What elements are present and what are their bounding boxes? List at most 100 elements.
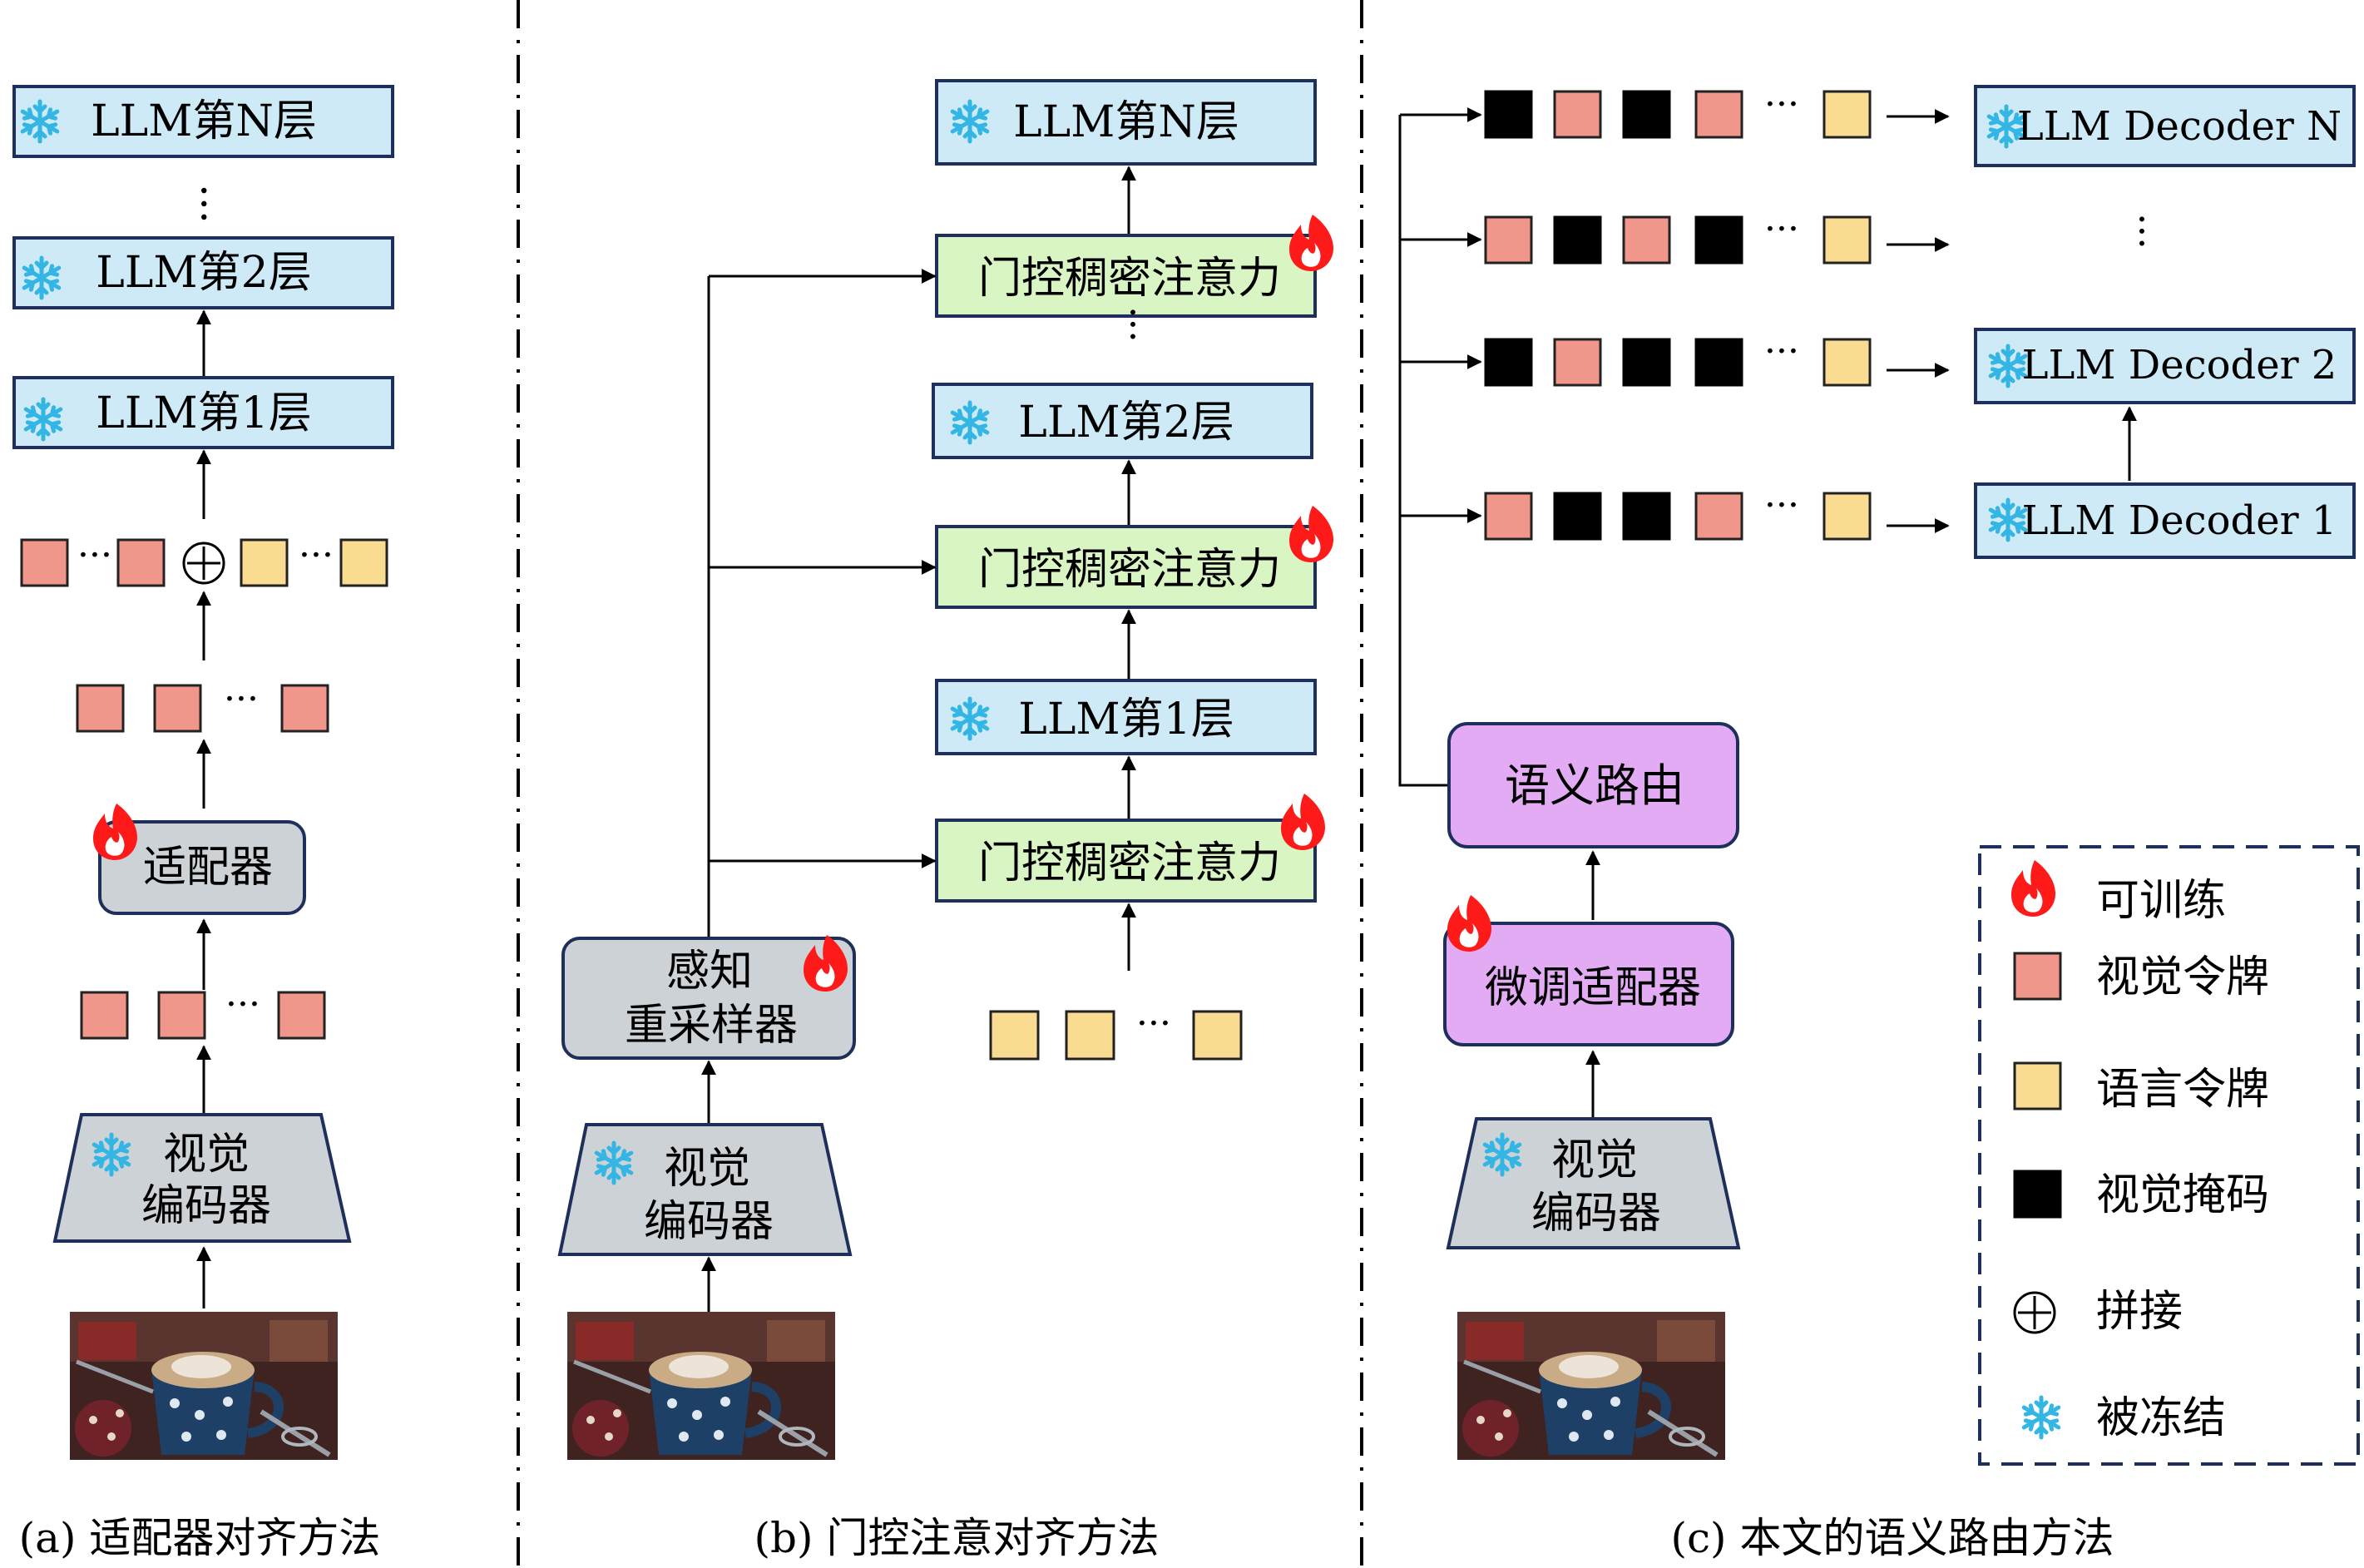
flame-icon — [1289, 215, 1333, 271]
panel-a-caption: (a) 适配器对齐方法 — [19, 1514, 381, 1562]
visual-mask-token — [1622, 492, 1671, 541]
language-token — [1192, 1010, 1243, 1061]
panel-b: LLM第N层 门控稠密注意力 ··· LLM第2层 门控稠密注意力 LLM第1层… — [557, 79, 1333, 1562]
legend-visual-token-swatch — [2013, 952, 2062, 1001]
ellipsis: ··· — [299, 534, 334, 576]
panel-b-caption: (b) 门控注意对齐方法 — [754, 1514, 1160, 1562]
llm-decoder-1-box — [1974, 482, 2356, 559]
legend-concat-label: 拼接 — [2096, 1287, 2183, 1337]
snowflake-icon — [2024, 1397, 2059, 1437]
encoder-label-line2: 编码器 — [141, 1181, 271, 1231]
visual-mask-token — [1553, 215, 1602, 265]
visual-token — [76, 684, 125, 733]
llm-decoder-2-label: LLM Decoder 2 — [2022, 342, 2337, 388]
llm-layer-2-box — [932, 383, 1313, 459]
vision-encoder-trapezoid — [557, 1123, 853, 1256]
router-output-bus — [1398, 115, 1447, 787]
legend-frozen-label: 被冻结 — [2096, 1393, 2226, 1443]
visual-mask-token — [1694, 215, 1743, 265]
visual-token — [80, 991, 129, 1040]
ellipsis: ··· — [1764, 484, 1799, 527]
visual-token — [1553, 338, 1602, 387]
llm-decoder-n-box — [1974, 85, 2356, 167]
panel-c: ··· ··· ··· ··· LLM Decoder N ··· — [1398, 83, 2356, 1562]
semantic-router-box — [1447, 722, 1739, 848]
resampler-label-line1: 感知 — [666, 947, 753, 997]
language-token — [1822, 492, 1872, 541]
visual-mask-token — [1484, 338, 1533, 387]
llm-layer-n-box — [12, 85, 394, 158]
coffee-cup-photo — [1457, 1312, 1725, 1460]
encoder-label-line1: 视觉 — [163, 1130, 250, 1180]
gated-attention-box — [935, 525, 1317, 609]
visual-mask-token — [1622, 338, 1671, 387]
perceiver-resampler-box — [561, 937, 856, 1060]
encoder-label-line2: 编码器 — [644, 1197, 774, 1247]
encoder-label-line1: 视觉 — [664, 1144, 750, 1194]
ellipsis: ··· — [225, 983, 260, 1026]
encoder-label-line2: 编码器 — [1531, 1189, 1661, 1239]
panel-c-caption: (c) 本文的语义路由方法 — [1671, 1514, 2114, 1562]
ellipsis: ··· — [224, 678, 259, 720]
panel-a: LLM第N层 ··· LLM第2层 LLM第1层 ··· ··· ··· 适配器 — [12, 85, 394, 1562]
ellipsis: ··· — [1764, 330, 1799, 373]
visual-token — [1484, 215, 1533, 265]
llm-layer-2-label: LLM第2层 — [96, 248, 311, 298]
llm-layer-1-box — [935, 679, 1317, 755]
visual-mask-token — [1622, 90, 1671, 139]
vertical-ellipsis: ··· — [1110, 306, 1155, 343]
llm-layer-n-label: LLM第N层 — [1013, 97, 1239, 147]
finetune-adapter-box — [1443, 922, 1734, 1046]
language-token — [1822, 215, 1872, 265]
legend-visual-mask-swatch — [2013, 1170, 2062, 1219]
legend-language-token-swatch — [2013, 1061, 2062, 1110]
llm-decoder-2-box — [1974, 328, 2356, 404]
llm-layer-2-box — [12, 236, 394, 309]
vision-encoder-trapezoid — [1446, 1117, 1741, 1249]
gated-attention-label: 门控稠密注意力 — [978, 838, 1281, 888]
visual-token — [1622, 215, 1671, 265]
flame-icon — [1281, 794, 1325, 850]
legend-frame — [1978, 845, 2360, 1466]
legend-visual-token-label: 视觉令牌 — [2096, 952, 2269, 1002]
gated-attention-box — [935, 819, 1317, 903]
coffee-cup-photo — [70, 1312, 338, 1460]
visual-mask-token — [1484, 90, 1533, 139]
legend-trainable-label: 可训练 — [2096, 876, 2226, 926]
legend: 可训练 视觉令牌 语言令牌 视觉掩码 拼接 被冻结 — [1978, 845, 2360, 1466]
visual-token — [1694, 90, 1743, 139]
concat-icon — [182, 542, 225, 585]
adapter-box — [98, 820, 306, 915]
language-token — [989, 1010, 1040, 1061]
llm-layer-2-label: LLM第2层 — [1018, 398, 1234, 448]
flame-icon — [93, 804, 137, 860]
coffee-cup-photo — [567, 1312, 835, 1460]
adapter-label: 适配器 — [143, 843, 273, 893]
gated-attention-label: 门控稠密注意力 — [978, 545, 1281, 595]
visual-token — [153, 684, 202, 733]
router-label: 语义路由 — [1505, 759, 1684, 812]
visual-token — [116, 538, 166, 587]
visual-token — [157, 991, 206, 1040]
visual-mask-token — [1553, 492, 1602, 541]
language-token — [1822, 338, 1872, 387]
gated-attention-label: 门控稠密注意力 — [978, 254, 1281, 304]
visual-mask-token — [1694, 338, 1743, 387]
llm-layer-n-box — [935, 79, 1317, 166]
llm-layer-1-label: LLM第1层 — [1018, 695, 1234, 744]
visual-token — [1484, 492, 1533, 541]
legend-language-token-label: 语言令牌 — [2096, 1065, 2269, 1115]
gated-attention-box — [935, 234, 1317, 318]
ellipsis: ··· — [77, 534, 112, 576]
ellipsis: ··· — [1764, 83, 1799, 126]
vertical-ellipsis: ··· — [2119, 213, 2164, 250]
flame-icon — [1289, 506, 1333, 562]
flame-icon — [2011, 860, 2055, 917]
llm-layer-n-label: LLM第N层 — [91, 96, 317, 146]
legend-concat-icon — [2013, 1291, 2056, 1334]
llm-layer-1-box — [12, 376, 394, 449]
resampler-label-line2: 重采样器 — [625, 1001, 798, 1051]
visual-token — [1694, 492, 1743, 541]
ellipsis: ··· — [1764, 208, 1799, 250]
